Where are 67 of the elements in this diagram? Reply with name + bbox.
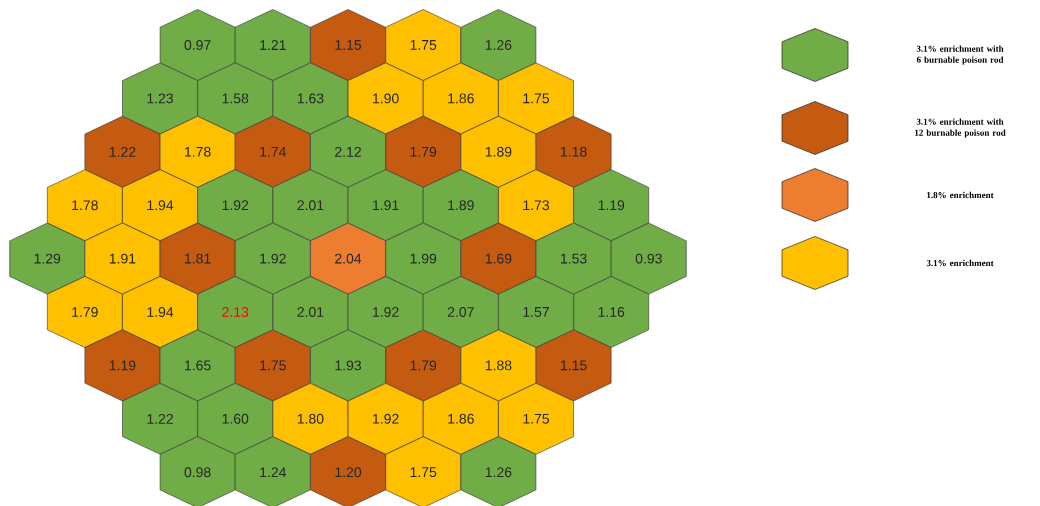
- hexagon-cell: 1.75: [385, 436, 461, 506]
- hexagon-cell: 1.57: [498, 276, 574, 348]
- hexagon-cell: 1.93: [310, 329, 386, 402]
- hexagon-cell: 1.89: [423, 169, 499, 241]
- hexagon-cell: 1.92: [347, 276, 424, 348]
- hexagon-cell: 1.26: [460, 436, 537, 506]
- hexagon-cell: 1.73: [498, 169, 574, 241]
- hexagon-cell: 1.65: [159, 329, 236, 402]
- hexagon-cell: 1.69: [460, 222, 537, 295]
- hexagon-cell: 1.79: [385, 116, 461, 188]
- hexagon-cell: 1.92: [197, 169, 273, 241]
- hexagon-cell: 1.78: [159, 116, 236, 188]
- hexagon-cell: 1.91: [84, 222, 161, 295]
- hexagon-cell: 1.23: [122, 62, 198, 135]
- hexagon-cell: 1.75: [498, 62, 574, 135]
- hexagon-cell: 1.81: [159, 222, 236, 295]
- hexagon-cell: 1.79: [385, 329, 461, 402]
- hexagon-cell: 1.92: [235, 222, 311, 295]
- hexagon-cell: 1.19: [573, 169, 649, 241]
- hexagon-cell: 1.79: [47, 276, 123, 348]
- hexagon-cell: 1.58: [197, 62, 273, 135]
- hexagon-cell: 1.78: [47, 169, 123, 241]
- hexagon-cell: 1.74: [235, 116, 311, 188]
- hexagon-cell: 1.75: [498, 383, 574, 455]
- hexagon-cell: 1.94: [122, 276, 198, 348]
- hexagon-cell: 1.22: [122, 383, 198, 455]
- hexagon-cell: 1.29: [9, 222, 85, 295]
- hexagon-cell: 1.60: [197, 383, 273, 455]
- node-label: 0.98: [184, 467, 211, 478]
- hexagon-cell: 1.22: [84, 116, 161, 188]
- hexagon-cell: 2.13: [197, 276, 273, 348]
- hexagon-cell: 1.26: [460, 9, 537, 81]
- hexagon-cell: 1.75: [385, 9, 461, 81]
- hexagon-cell: 1.20: [310, 436, 386, 506]
- hexagon-cell: 0.93: [611, 222, 687, 295]
- hexagon-cell: 1.21: [235, 9, 311, 81]
- hexagon-cell: 2.07: [423, 276, 499, 348]
- legend-label: 3.1% enrichment with 6 burnable poison rod: [916, 45, 1004, 65]
- hexagon-cell: 2.01: [272, 169, 349, 241]
- hexagon-cell: 1.86: [423, 62, 499, 135]
- hexagon-cell: 1.15: [535, 329, 612, 402]
- hexagon-cell: 1.86: [423, 383, 499, 455]
- hexagon-cell: 1.89: [460, 116, 537, 188]
- hexagon-cell: 1.24: [235, 436, 311, 506]
- hexagon-cell: 1.91: [347, 169, 424, 241]
- hexagon-cell: 2.04: [310, 222, 386, 295]
- hexagon-cell: 1.19: [84, 329, 161, 402]
- hexagon-cell: 1.63: [272, 62, 349, 135]
- legend-label: 1.8% enrichment: [927, 191, 994, 199]
- hexagon-cell: 1.15: [310, 9, 386, 81]
- legend-label: 3.1% enrichment with 12 burnable poison rod: [915, 118, 1006, 138]
- hexagon-cell: 1.18: [535, 116, 612, 188]
- hexagon-cell: 1.99: [385, 222, 461, 295]
- hexagon-cell: 1.94: [122, 169, 198, 241]
- hexagon-cell: 1.92: [347, 383, 424, 455]
- node-label: 1.75: [410, 467, 437, 478]
- legend-label: 3.1% enrichment: [926, 259, 994, 267]
- hexagon-cell: 1.16: [573, 276, 649, 348]
- hexagon-cell: 1.75: [235, 329, 311, 402]
- hexagon-cell: 2.12: [310, 116, 386, 188]
- hexagon-cell: 1.90: [347, 62, 424, 135]
- hexagon-cell: 2.01: [272, 276, 349, 348]
- hexagon-cell: 0.97: [159, 9, 236, 81]
- hexagon-cell: 0.98: [159, 436, 236, 506]
- hexagon-cell: 1.88: [460, 329, 537, 402]
- hexagon-cell: 1.80: [272, 383, 349, 455]
- hexagon-cell: 1.53: [535, 222, 612, 295]
